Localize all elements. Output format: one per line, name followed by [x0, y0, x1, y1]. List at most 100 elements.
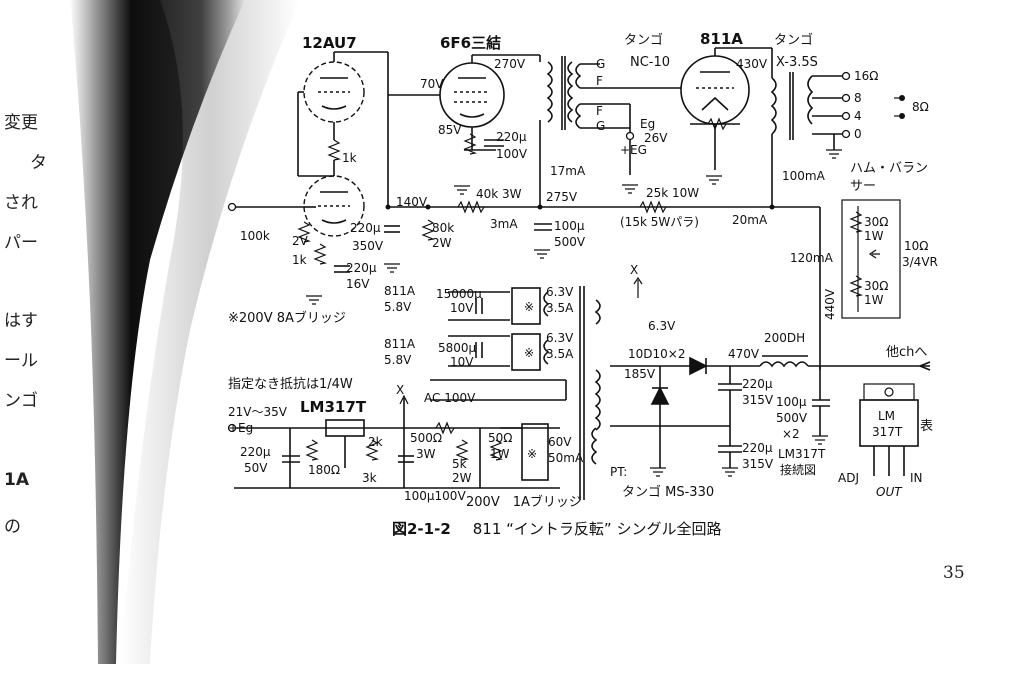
label-70v: 70V — [420, 77, 444, 91]
label-275v: 275V — [546, 190, 578, 204]
regulator-circuit — [234, 394, 560, 489]
label-choke: 200DH — [764, 331, 805, 345]
label-c100-x2-b: 500V — [776, 411, 808, 425]
label-c100-x2-c: ×2 — [782, 427, 800, 441]
label-2w: 2W — [432, 236, 452, 250]
label-185v: 185V — [624, 367, 656, 381]
label-17ma: 17mA — [550, 164, 586, 178]
label-26v: 26V — [644, 131, 668, 145]
label-2k: 2k — [368, 435, 383, 449]
label-3k: 3k — [362, 471, 377, 485]
label-eg: Eg — [640, 117, 655, 131]
margin-text: され — [4, 193, 38, 213]
label-diode: 10D10×2 — [628, 347, 685, 361]
speaker-tap-8: 8 — [854, 91, 862, 105]
label-80k: 80k — [432, 221, 454, 235]
interstage-transformer — [546, 56, 600, 130]
speaker-load: 8Ω — [912, 100, 929, 114]
label-c100-500v-b: 500V — [554, 235, 586, 249]
label-2v: 2V — [292, 234, 309, 248]
label-pt: PT: — [610, 465, 627, 479]
label-140v: 140V — [396, 195, 428, 209]
page-number: 35 — [943, 563, 965, 583]
label-c220-350v-b: 350V — [352, 239, 384, 253]
label-c220-350v-a: 220μ — [350, 221, 381, 235]
grid-label-g1: G — [596, 57, 605, 71]
label-heater2-sec-b: 3.5A — [546, 347, 574, 361]
resistors — [297, 117, 864, 297]
label-10ohm: 10Ω — [904, 239, 928, 253]
label-50ma: 50mA — [548, 451, 584, 465]
margin-text: ール — [4, 351, 38, 371]
signal-wiring — [232, 47, 835, 370]
speaker-tap-4: 4 — [854, 109, 862, 123]
label-5k: 5k — [452, 457, 467, 471]
interstage-model: NC-10 — [630, 55, 670, 70]
label-15k-note: (15k 5Wパラ) — [620, 215, 699, 229]
label-1w-50: 1W — [490, 447, 510, 461]
label-reg-input-b: +Eg — [228, 421, 253, 435]
label-c100-x2-a: 100μ — [776, 395, 807, 409]
label-25k10w: 25k 10W — [646, 186, 699, 200]
margin-text: はす — [4, 311, 38, 331]
margin-text: タ — [30, 153, 47, 173]
label-heater2-cap-a: 5800μ — [438, 341, 477, 355]
label-100u100v: 100μ100V — [404, 489, 466, 503]
tube-12au7-lower — [303, 175, 365, 237]
label-1w-a: 1W — [864, 229, 884, 243]
label-x-upper: X — [630, 263, 638, 277]
label-c220-16v-a: 220μ — [346, 261, 377, 275]
label-50ohm: 50Ω — [488, 431, 512, 445]
label-1a-bridge: 200V 1Aブリッジ — [466, 494, 582, 510]
label-30ohm-a: 30Ω — [864, 215, 888, 229]
label-c220-16v-b: 16V — [346, 277, 370, 291]
label-430v: 430V — [736, 57, 768, 71]
label-resistor-note: 指定なき抵抗は1/4W — [228, 377, 353, 392]
label-heater1-sec-a: 6.3V — [546, 285, 574, 299]
heater-supplies — [430, 286, 601, 500]
label-3w: 3W — [416, 447, 436, 461]
grid-label-f2: F — [596, 104, 603, 118]
label-hum-balancer-a: ハム・バラン — [850, 161, 928, 176]
bridge-symbol: ※ — [527, 447, 537, 461]
label-3ma: 3mA — [490, 217, 518, 231]
label-r1k-lower: 1k — [292, 253, 307, 267]
label-ic-pin-out: OUT — [876, 485, 903, 499]
grid-label-g2: G — [596, 119, 605, 133]
label-c220-100v-a: 220μ — [496, 130, 527, 144]
label-bridge-note: ※200V 8Aブリッジ — [228, 310, 346, 326]
label-c220-50v-a: 220μ — [240, 445, 271, 459]
label-heater1-cap-a: 15000μ — [436, 287, 482, 301]
label-pt-model: タンゴ MS-330 — [622, 484, 714, 500]
label-other-channel: 他chへ — [886, 345, 927, 360]
label-270v: 270V — [494, 57, 526, 71]
label-60v: 60V — [548, 435, 572, 449]
label-heater2-sec-a: 6.3V — [546, 331, 574, 345]
label-c100-500v-a: 100μ — [554, 219, 585, 233]
tube-label-811a: 811A — [700, 30, 743, 48]
grid-label-f1: F — [596, 74, 603, 88]
label-2w-5k: 2W — [452, 471, 472, 485]
label-plus-eg: +EG — [620, 143, 647, 157]
label-ic-pin-adj: ADJ — [838, 471, 859, 485]
label-heater2-cap-b: 10V — [450, 355, 474, 369]
label-heater1-sec-b: 3.5A — [546, 301, 574, 315]
label-100ma: 100mA — [782, 169, 826, 183]
margin-text: パー — [4, 233, 38, 253]
label-30ohm-b: 30Ω — [864, 279, 888, 293]
margin-text: ンゴ — [4, 391, 38, 411]
output-transformer — [770, 72, 842, 140]
label-1w-b: 1W — [864, 293, 884, 307]
label-heater1-tube: 811A — [384, 284, 416, 298]
label-ic-name-a: LM — [878, 409, 895, 423]
label-100k: 100k — [240, 229, 270, 243]
label-r1k-upper: 1k — [342, 151, 357, 165]
output-brand: タンゴ — [774, 32, 813, 48]
label-x-lower: X — [396, 383, 404, 397]
label-20ma: 20mA — [732, 213, 768, 227]
output-model: X-3.5S — [776, 55, 818, 70]
tube-label-6f6: 6F6三結 — [440, 34, 501, 52]
label-85v: 85V — [438, 123, 462, 137]
